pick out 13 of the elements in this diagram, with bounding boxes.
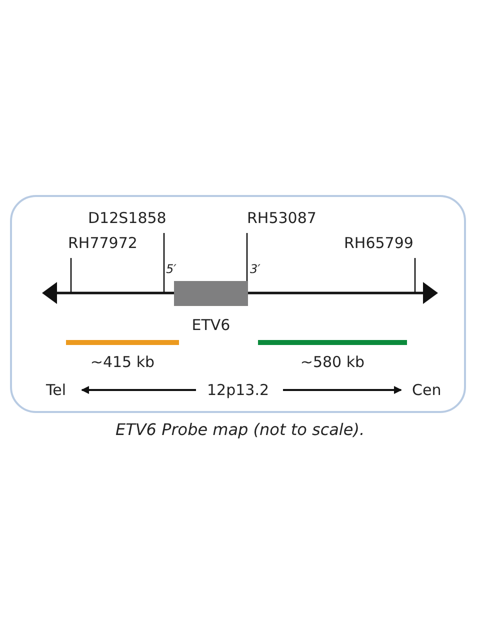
end-label: 3′ (250, 261, 260, 278)
probe-size-label: ~580 kb (299, 353, 366, 371)
band-label: 12p13.2 (207, 381, 270, 399)
marker-label: RH53087 (247, 209, 316, 227)
gene-label: ETV6 (190, 316, 232, 334)
end-label: 5′ (166, 261, 176, 278)
marker-label: RH77972 (68, 234, 138, 252)
direction-label: Cen (412, 381, 442, 399)
probe-size-label: ~415 kb (89, 353, 156, 371)
caption: ETV6 Probe map (not to scale). (114, 421, 366, 439)
direction-label: Tel (46, 381, 66, 399)
marker-label: RH65799 (344, 234, 414, 252)
marker-label: D12S1858 (88, 209, 166, 227)
